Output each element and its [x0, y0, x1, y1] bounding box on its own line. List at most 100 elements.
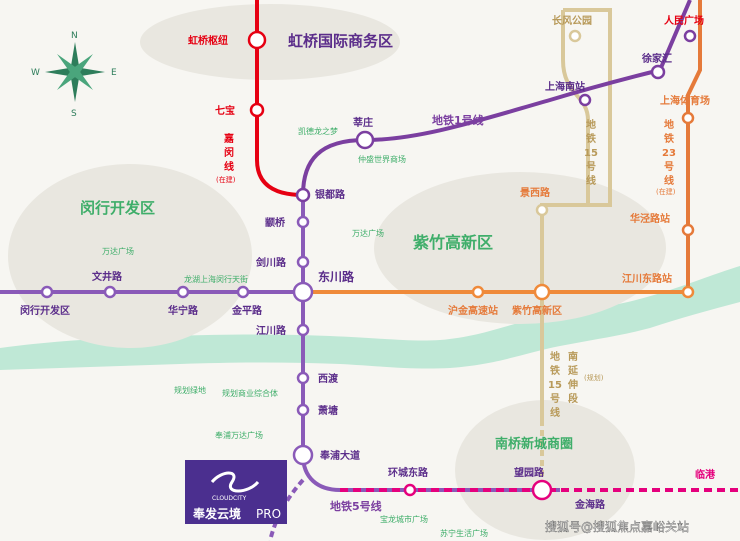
- label-shanghai-south: 上海南站: [545, 80, 585, 93]
- poi-suning: 苏宁生活广场: [440, 528, 488, 538]
- jiamin-char-2: 线: [224, 160, 234, 173]
- label-peoples-square: 人民广场: [664, 14, 704, 27]
- station-xinzhuang[interactable]: [355, 130, 375, 150]
- brand-name: 奉发云境: [192, 506, 241, 521]
- metro23-note: (在建): [656, 187, 676, 196]
- label-jingxi-lu: 景西路: [520, 186, 551, 199]
- label-yindu-lu: 银都路: [315, 188, 346, 201]
- poi-zhongsheng: 仲盛世界商场: [358, 154, 406, 164]
- station-hujin[interactable]: [471, 285, 485, 299]
- jiamin-char-0: 嘉: [223, 132, 234, 145]
- metro15-char-0: 地: [586, 118, 596, 131]
- label-wangyuan-lu: 望园路: [514, 466, 545, 479]
- poi-planned-green: 规划绿地: [174, 385, 206, 395]
- station-wangyuan-lu[interactable]: [531, 479, 553, 501]
- district-hongqiao: [140, 4, 400, 80]
- label-huancheng-donglu: 环城东路: [388, 466, 429, 479]
- metro15-char-1: 铁: [586, 132, 596, 145]
- label-dongchuan-lu: 东川路: [318, 269, 355, 284]
- metro15b-char-0: 地: [550, 350, 560, 363]
- south-ext-char-2: 伸: [567, 378, 578, 391]
- metro15b-char-2: 15: [548, 380, 562, 391]
- label-shanghai-stadium: 上海体育场: [660, 94, 710, 107]
- label-metro5: 地铁5号线: [330, 499, 382, 513]
- compass-w: W: [31, 68, 40, 78]
- line-5-southwest: [268, 478, 305, 541]
- line-23: [686, 0, 702, 292]
- label-jinping-lu: 金平路: [231, 304, 263, 317]
- label-xinzhuang: 莘庄: [353, 116, 373, 129]
- poi-wanda-minhang: 万达广场: [102, 246, 134, 256]
- river: [0, 266, 740, 370]
- label-lingang: 临港: [695, 468, 716, 481]
- station-zizhu[interactable]: [533, 283, 551, 301]
- label-jinhai-lu: 金海路: [574, 498, 606, 511]
- metro15b-char-4: 线: [550, 406, 560, 419]
- poi-baolong: 宝龙城市广场: [380, 514, 428, 524]
- station-changfeng[interactable]: [568, 29, 582, 43]
- station-qibao[interactable]: [249, 102, 265, 118]
- station-jiangchuan-donglu[interactable]: [681, 285, 695, 299]
- station-hongqiao-hub[interactable]: [247, 30, 267, 50]
- district-nanqiao-label: 南桥新城商圈: [495, 436, 573, 452]
- label-hongqiao-hub: 虹桥枢纽: [188, 34, 228, 47]
- label-wenjing-lu: 文井路: [92, 270, 123, 283]
- south-ext-char-1: 延: [567, 364, 579, 377]
- brand-logo: CLOUDCITY 奉发云境 PRO: [185, 460, 287, 524]
- compass-s: S: [71, 109, 77, 119]
- label-fengpu-dadao: 奉浦大道: [319, 449, 360, 462]
- watermark: 搜狐号@搜狐焦点嘉峪关站: [545, 519, 689, 534]
- metro15-char-3: 号: [586, 161, 596, 173]
- station-yindu-lu[interactable]: [295, 187, 311, 203]
- label-huajing-lu: 华泾路站: [630, 212, 670, 225]
- compass-e: E: [111, 68, 117, 78]
- station-jinping-lu[interactable]: [236, 285, 250, 299]
- station-zhuanqiao[interactable]: [296, 215, 310, 229]
- district-zizhu-label: 紫竹高新区: [413, 233, 493, 252]
- line-jiamin: [255, 0, 304, 197]
- jiamin-note: (在建): [216, 175, 236, 184]
- line-1: [301, 0, 692, 196]
- label-zizhu-station: 紫竹高新区: [512, 304, 562, 317]
- station-jianchuan-lu[interactable]: [296, 255, 310, 269]
- station-jingxi-lu[interactable]: [535, 203, 549, 217]
- label-jiangchuan-lu: 江川路: [256, 324, 287, 337]
- district-hongqiao-label: 虹桥国际商务区: [288, 32, 393, 50]
- metro23-char-0: 地: [664, 118, 674, 131]
- station-huancheng-donglu[interactable]: [403, 483, 417, 497]
- station-huajing-lu[interactable]: [681, 223, 695, 237]
- brand-suffix: PRO: [256, 507, 281, 521]
- station-shanghai-south[interactable]: [578, 93, 592, 107]
- label-xidu: 西渡: [318, 372, 339, 385]
- metro23-char-1: 铁: [664, 132, 674, 145]
- district-minhang: [8, 164, 252, 348]
- station-xujiahui[interactable]: [650, 64, 666, 80]
- station-xidu[interactable]: [296, 371, 310, 385]
- station-wenjing-lu[interactable]: [103, 285, 117, 299]
- metro23-char-2: 23: [662, 148, 676, 159]
- station-peoples-square[interactable]: [683, 29, 697, 43]
- station-minhang-dev[interactable]: [40, 285, 54, 299]
- label-jiangchuan-donglu: 江川东路站: [622, 272, 672, 285]
- poi-fengpu-wanda: 奉浦万达广场: [215, 430, 263, 440]
- station-jiangchuan-lu[interactable]: [296, 323, 310, 337]
- label-metro1: 地铁1号线: [432, 113, 484, 127]
- metro15b-char-1: 铁: [550, 364, 560, 377]
- station-xiaotang[interactable]: [296, 403, 310, 417]
- poi-wanda-zizhu: 万达广场: [352, 228, 384, 238]
- brand-wave-icon: [210, 471, 260, 493]
- district-zizhu: [374, 172, 666, 324]
- label-xiaotang: 萧塘: [318, 404, 338, 417]
- station-shanghai-stadium[interactable]: [681, 111, 695, 125]
- compass-icon: N S E W: [31, 31, 117, 119]
- district-minhang-label: 闵行开发区: [80, 199, 155, 217]
- station-fengpu-dadao[interactable]: [292, 444, 314, 466]
- label-xujiahui: 徐家汇: [641, 52, 672, 65]
- metro15-char-2: 15: [584, 148, 598, 159]
- south-ext-note: (规划): [584, 373, 604, 382]
- label-minhang-dev-station: 闵行开发区: [20, 304, 70, 317]
- metro23-char-3: 号: [664, 161, 674, 173]
- station-dongchuan-lu[interactable]: [292, 281, 314, 303]
- station-huaning-lu[interactable]: [176, 285, 190, 299]
